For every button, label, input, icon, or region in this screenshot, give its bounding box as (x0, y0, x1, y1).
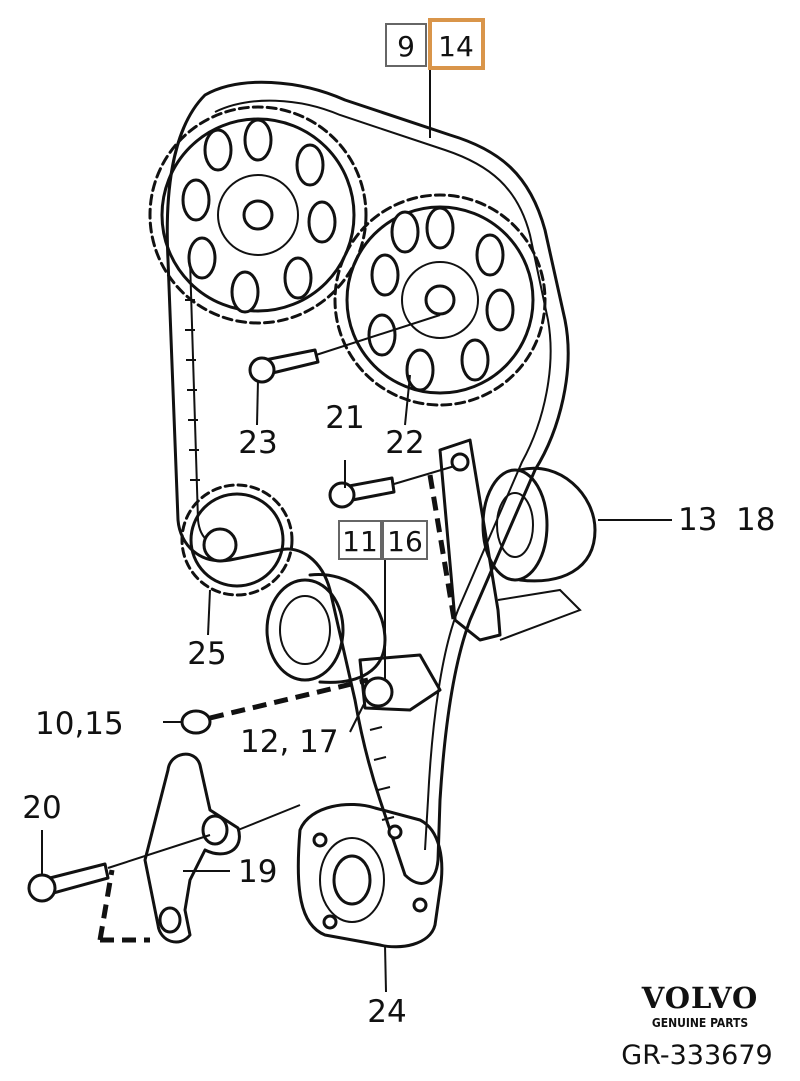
tensioner-pulley[interactable] (481, 466, 597, 583)
tensioner-bracket[interactable] (438, 438, 582, 642)
callout-19: 19 (238, 854, 277, 890)
callout-22: 22 (385, 425, 424, 461)
callout-box-9 (385, 23, 427, 67)
camshaft-sprocket-right[interactable] (333, 193, 547, 407)
tensioner-arm-19[interactable] (97, 752, 241, 944)
callout-10-15: 10,15 (35, 706, 124, 742)
water-pump-24[interactable] (296, 802, 444, 949)
bolt-23[interactable] (248, 348, 320, 384)
crank-sprocket-25[interactable] (180, 483, 294, 597)
callout-20: 20 (22, 790, 61, 826)
callout-18: 18 (736, 502, 775, 538)
callout-25: 25 (187, 636, 226, 672)
volvo-logo: VOLVO (641, 981, 758, 1015)
callout-16: 16 (387, 525, 423, 558)
diagram-reference: GR-333679 (621, 1040, 772, 1071)
callout-box-16 (382, 520, 428, 560)
callout-14: 14 (438, 30, 474, 63)
callout-13: 13 (678, 502, 717, 538)
callout-24: 24 (367, 994, 406, 1030)
callout-box-14-highlight[interactable] (428, 18, 485, 70)
idler-pulley[interactable] (265, 572, 442, 712)
callout-box-11 (338, 520, 382, 560)
callout-12-17: 12, 17 (240, 724, 339, 760)
timing-belt[interactable] (165, 80, 570, 885)
washer-10-15[interactable] (180, 709, 212, 735)
callout-9: 9 (397, 30, 415, 63)
bolt-20[interactable] (27, 862, 110, 903)
genuine-parts-label: GENUINE PARTS (652, 1016, 748, 1030)
camshaft-sprocket-left[interactable] (148, 105, 368, 325)
callout-23: 23 (238, 425, 277, 461)
bolt-21[interactable] (328, 476, 396, 509)
callout-21: 21 (325, 400, 364, 436)
callout-11: 11 (342, 525, 378, 558)
